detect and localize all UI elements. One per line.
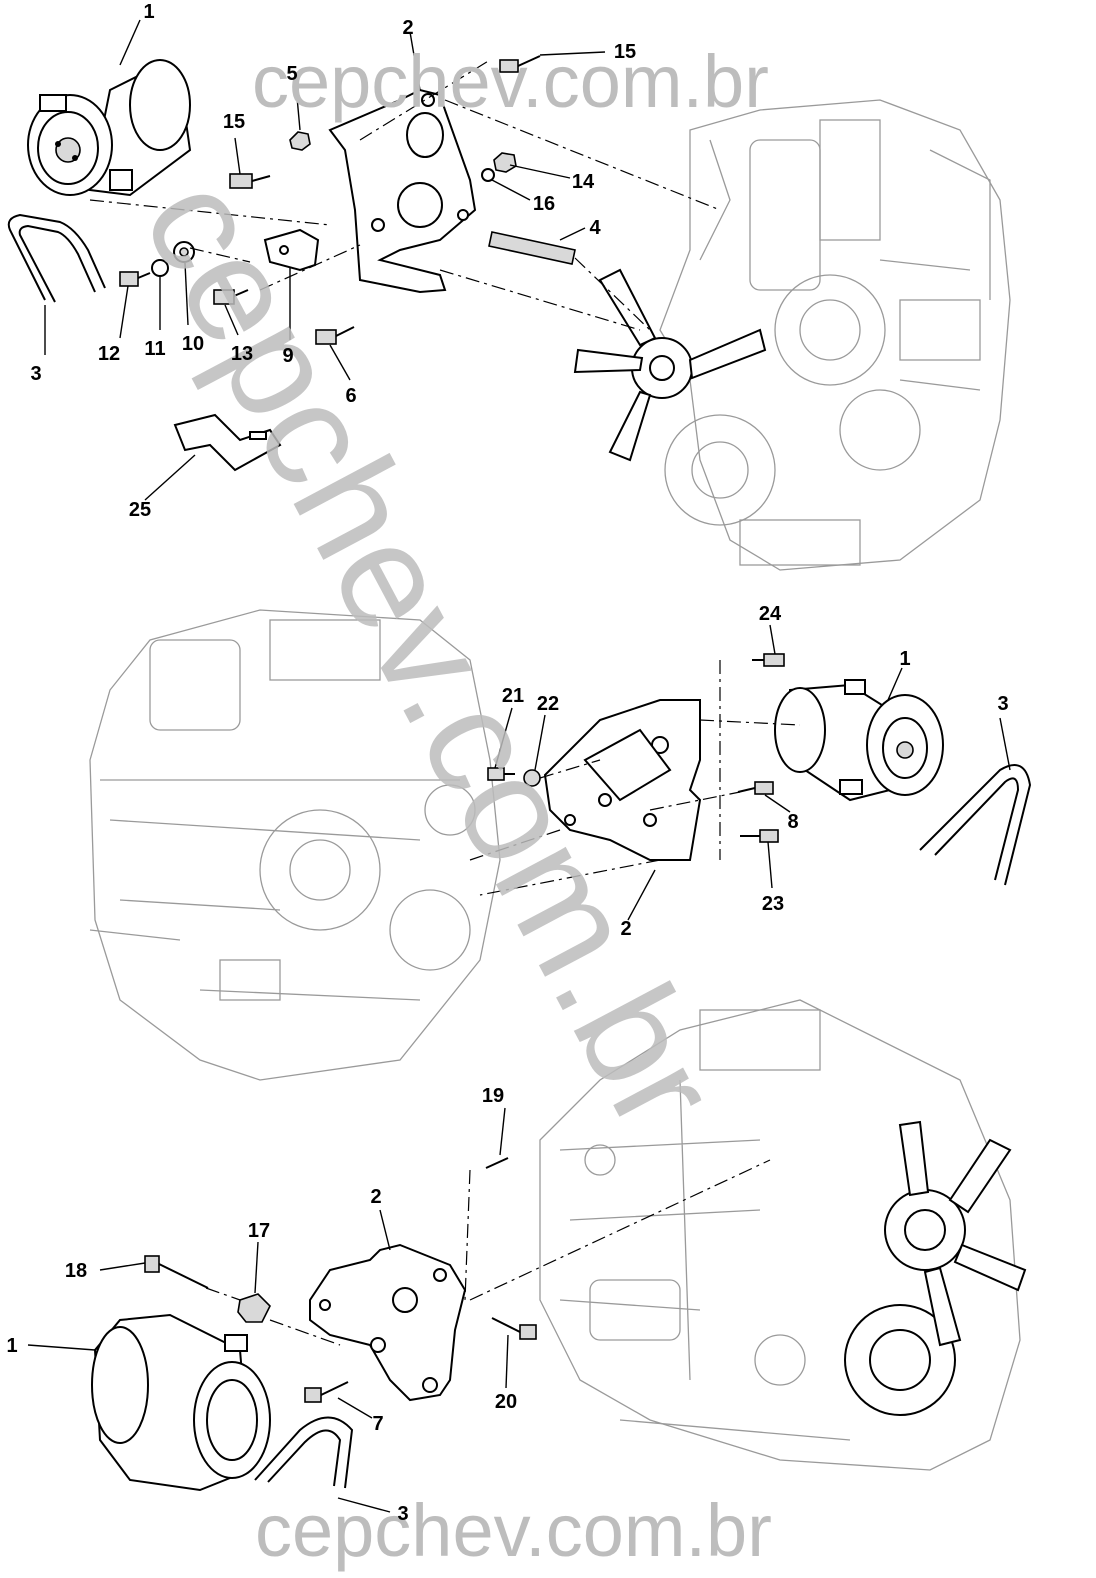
- callout-3-mid: 3: [997, 693, 1008, 715]
- callout-10: 10: [182, 333, 204, 355]
- callout-13: 13: [231, 343, 253, 365]
- leaders-mid: [494, 624, 1011, 921]
- callout-22: 22: [537, 693, 559, 715]
- callout-2-top: 2: [402, 17, 413, 39]
- callout-19: 19: [482, 1085, 504, 1107]
- callout-7: 7: [372, 1413, 383, 1435]
- centerlines-mid: [469, 660, 801, 896]
- callout-1-bot: 1: [6, 1335, 17, 1357]
- callout-2-bot: 2: [370, 1186, 381, 1208]
- fasteners-mid: [487, 653, 785, 843]
- callout-25: 25: [129, 499, 151, 521]
- bracket-25: [173, 413, 282, 472]
- callout-1-top: 1: [143, 1, 154, 23]
- fasteners-top: [119, 55, 576, 345]
- callout-23: 23: [762, 893, 784, 915]
- callout-5: 5: [286, 63, 297, 85]
- callout-11: 11: [144, 338, 165, 360]
- callout-18: 18: [65, 1260, 87, 1282]
- centerlines-bot: [205, 1159, 771, 1346]
- callout-14: 14: [572, 171, 595, 193]
- callout-8: 8: [787, 811, 798, 833]
- callout-1-mid: 1: [899, 648, 910, 670]
- callout-9: 9: [282, 345, 293, 367]
- callout-17: 17: [248, 1220, 270, 1242]
- belt-top: [7, 213, 106, 303]
- callout-15-left: 15: [223, 111, 245, 133]
- bracket-bot: [309, 1243, 467, 1402]
- callout-24: 24: [759, 603, 782, 625]
- watermark-top: cepchev.com.br: [252, 40, 769, 123]
- compressor-bot: [91, 1313, 271, 1492]
- bracket-mid: [543, 699, 702, 861]
- compressor-mid: [774, 679, 944, 802]
- leaders-top: [44, 19, 606, 501]
- callout-15-right: 15: [614, 41, 636, 63]
- callout-2-mid: 2: [620, 918, 631, 940]
- compressor-top: [27, 59, 192, 197]
- top-fan: [573, 268, 767, 462]
- callout-6: 6: [345, 385, 356, 407]
- bottom-fan: [844, 1120, 1027, 1416]
- callout-21: 21: [502, 685, 524, 707]
- middle-engine-drawing: [89, 609, 501, 1081]
- belt-bot: [254, 1416, 354, 1489]
- fasteners-bot: [144, 1157, 537, 1403]
- callout-16: 16: [533, 193, 555, 215]
- centerlines-top: [89, 59, 721, 331]
- callout-3-top: 3: [30, 363, 41, 385]
- leaders-bot: [27, 1107, 509, 1513]
- callout-3-bot: 3: [397, 1503, 408, 1525]
- callout-4: 4: [589, 217, 601, 239]
- callout-12: 12: [98, 343, 120, 365]
- watermark-bottom: cepchev.com.br: [255, 1489, 772, 1572]
- top-engine-drawing: [659, 99, 1011, 571]
- bracket-top: [328, 88, 477, 294]
- belt-mid: [919, 764, 1032, 886]
- callout-20: 20: [495, 1391, 517, 1413]
